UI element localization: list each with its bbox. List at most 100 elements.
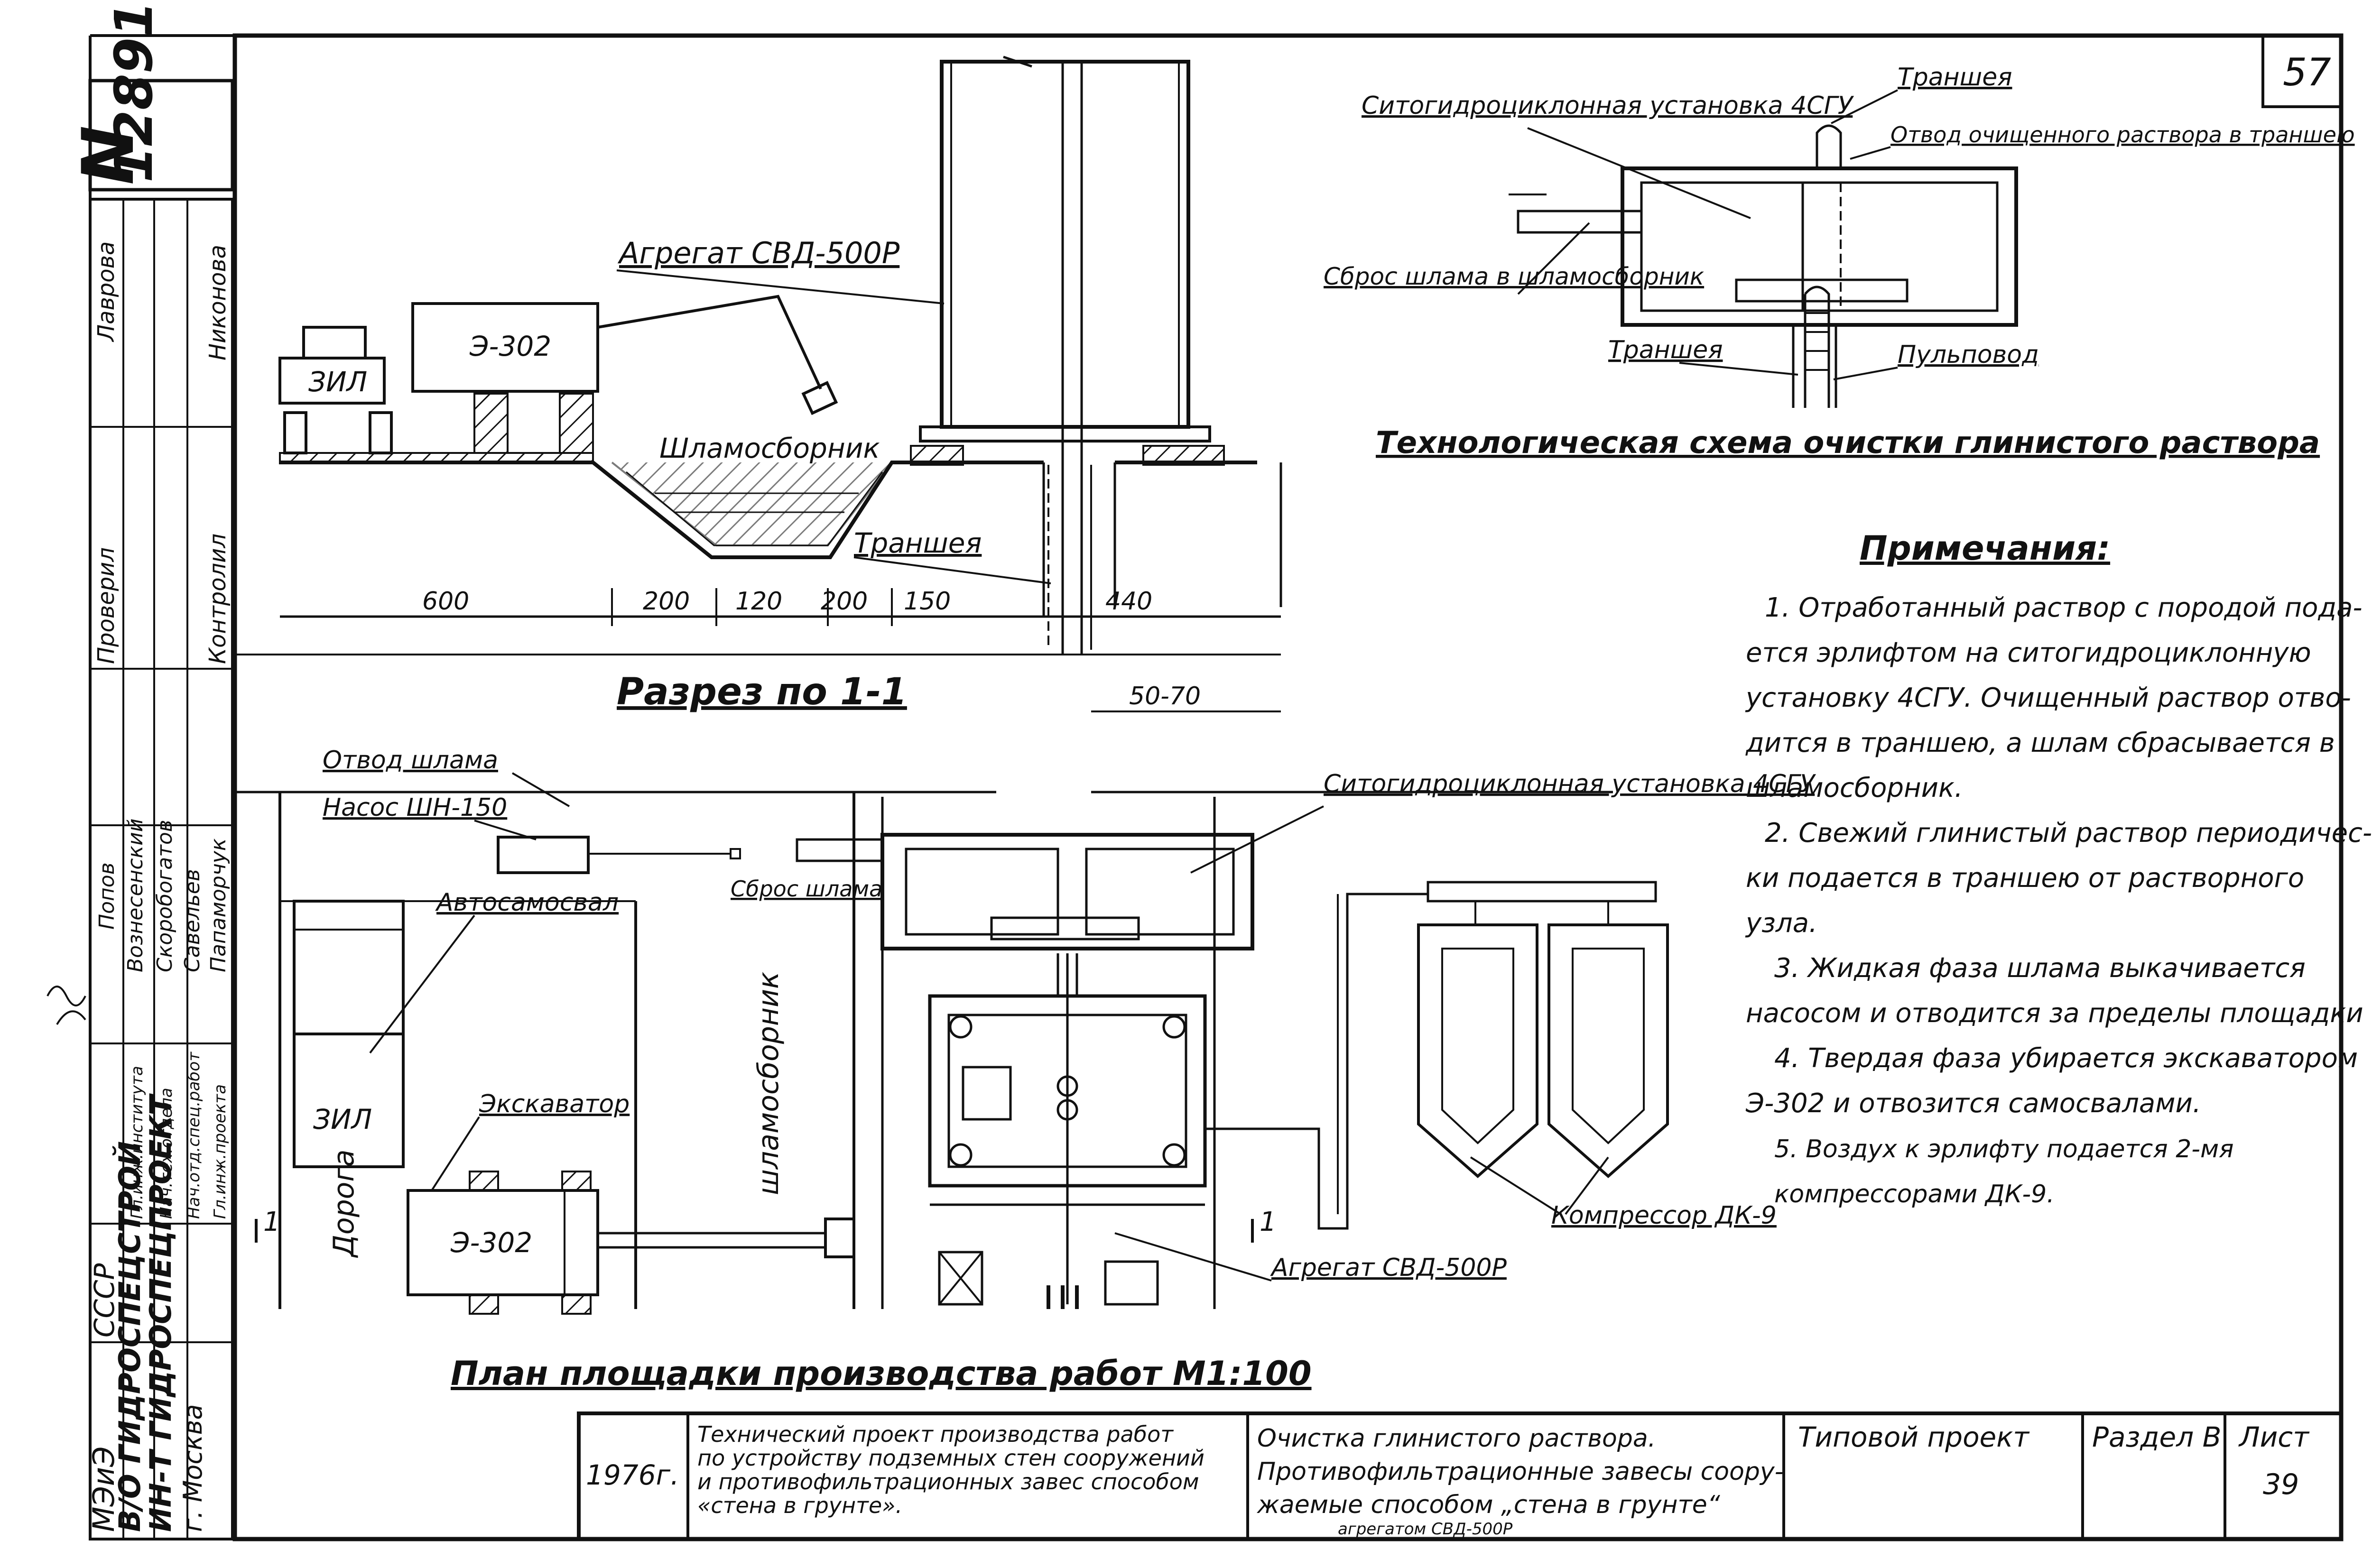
note-line-9: 3. Жидкая фаза шлама выкачивается	[1774, 953, 2306, 984]
section-title: Разрез по 1-1	[617, 671, 907, 713]
plan-excavator	[407, 1189, 599, 1296]
stamp-title-4: агрегатом СВД-500Р	[1338, 1520, 1513, 1539]
section-truck-label: ЗИЛ	[308, 366, 367, 398]
plan-pump	[497, 836, 590, 874]
dim-200b: 200	[821, 587, 868, 616]
section-view: ЗИЛ Э-302 Агрегат СВД-500Р Шламосборник …	[235, 55, 1282, 713]
stamp-desc-4: «стена в грунте».	[697, 1493, 902, 1518]
left-title-block: МЭиЭ В/О ГИДРОСПЕЦСТРОЙ ИН-Т ГИДРОСПЕЦПР…	[46, 198, 234, 1540]
position-3: Нач.отд.спец.работ	[185, 1051, 204, 1219]
name-3: Скоробогатов	[153, 820, 177, 972]
cut-mark-right: 1	[1260, 1207, 1277, 1237]
scheme-trench-top-label: Траншея	[1898, 63, 2012, 92]
plan-dumptruck	[293, 900, 405, 1035]
row-title-1: Проверил	[93, 547, 120, 664]
note-line-8: узла.	[1745, 908, 1817, 939]
dim-gap: 50-70	[1129, 682, 1201, 710]
note-line-5: шламосборник.	[1746, 773, 1963, 803]
plan-aggregate-label: Агрегат СВД-500Р	[1270, 1254, 1507, 1282]
plan-pump-label: Насос ШН-150	[323, 793, 507, 822]
cut-mark-left: 1	[263, 1207, 280, 1237]
sheet-number: 57	[2283, 50, 2331, 94]
scheme-unit-label: Ситогидроциклонная установка 4СГУ	[1362, 92, 1854, 120]
plan-title: План площадки производства работ М1:100	[451, 1354, 1312, 1393]
plan-excavator-label: Экскаватор	[479, 1090, 630, 1118]
stamp-section: Раздел В	[2092, 1421, 2221, 1453]
note-line-2: ется эрлифтом на ситогидроциклонную	[1746, 637, 2311, 668]
plan-discharge-label: Сброс шлама	[731, 876, 882, 902]
dim-440: 440	[1105, 587, 1152, 616]
handwritten-signature	[46, 986, 86, 1025]
stamp-desc-2: по устройству подземных стен сооружений	[697, 1445, 1205, 1471]
plan-sludge-outlet-label: Отвод шлама	[323, 746, 498, 775]
note-line-11: 4. Твердая фаза убирается экскаватором	[1774, 1043, 2358, 1074]
scheme-trench-bottom-label: Траншея	[1608, 336, 1723, 364]
name-5: Папаморчук	[206, 838, 231, 972]
section-aggregate-label: Агрегат СВД-500Р	[617, 236, 900, 270]
row-title-2: Контролил	[204, 534, 231, 664]
stamp-sheet: 39	[2263, 1468, 2299, 1501]
org-line-4: г. Москва	[178, 1404, 208, 1532]
note-line-7: ки подается в траншею от растворного	[1746, 863, 2304, 894]
plan-sludge-pit-label: шламосборник	[752, 972, 785, 1195]
stamp-title-3: жаемые способом „стена в грунте“	[1257, 1491, 1721, 1519]
note-line-4: дится в траншею, а шлам сбрасывается в	[1745, 728, 2335, 758]
aggregate-column	[940, 60, 1190, 429]
position-2: Нач.тех.отдела	[157, 1088, 176, 1219]
scheme-return-label: Отвод очищенного раствора в траншею	[1890, 122, 2355, 148]
stamp-desc-3: и противофильтрационных завес способом	[697, 1469, 1199, 1494]
notes-heading: Примечания:	[1860, 529, 2110, 568]
plan-unit-label: Ситогидроциклонная установка 4СГУ	[1324, 770, 1816, 798]
org-line-3: ИН-Т ГИДРОСПЕЦПРОЕКТ	[143, 1093, 178, 1532]
section-excavator-label: Э-302	[469, 330, 551, 362]
scheme-title: Технологическая схема очистки глинистого…	[1376, 425, 2320, 461]
plan-truck-label: ЗИЛ	[313, 1103, 372, 1135]
org-line-2: В/О ГИДРОСПЕЦСТРОЙ	[112, 1141, 147, 1532]
note-line-14: компрессорами ДК-9.	[1774, 1180, 2055, 1208]
stamp-sheet-label: Лист	[2238, 1421, 2310, 1453]
plan-unit	[880, 833, 1254, 950]
signer-1: Лаврова	[93, 241, 120, 342]
org-line-1: МЭиЭ	[86, 1447, 121, 1532]
scheme-discharge-label: Сброс шлама в шламосборник	[1324, 263, 1704, 290]
plan-road-label: Дорога	[327, 1149, 361, 1258]
note-line-13: 5. Воздух к эрлифту подается 2-мя	[1774, 1135, 2234, 1163]
scheme-unit	[1621, 166, 2018, 327]
org-line-5: СССР	[88, 1264, 120, 1337]
compressor-1	[1417, 923, 1538, 1178]
notes-block: Примечания: 1. Отработанный раствор с по…	[1745, 529, 2372, 1208]
compressor-2	[1547, 923, 1669, 1178]
stamp-title-2: Противофильтрационные завесы соору-	[1257, 1457, 1783, 1486]
position-1: Гл.инж.института	[128, 1066, 147, 1219]
plan-excavator-mark: Э-302	[450, 1227, 532, 1259]
stamp-year: 1976г.	[586, 1459, 679, 1491]
name-4: Савельев	[180, 869, 204, 972]
note-line-10: насосом и отводится за пределы площадки	[1746, 998, 2363, 1029]
signer-2: Никонова	[204, 245, 231, 360]
plan-dumptruck-label: Автосамосвал	[435, 888, 619, 917]
stamp-desc-1: Технический проект производства работ	[697, 1421, 1174, 1447]
archive-number-box: 12891 N	[67, 1, 234, 192]
dim-200a: 200	[643, 587, 690, 616]
archive-number: 12891	[103, 1, 164, 183]
dim-150: 150	[904, 587, 951, 616]
stamp-type: Типовой проект	[1798, 1421, 2030, 1453]
section-trench-label: Траншея	[854, 527, 982, 559]
sheet-frame	[89, 33, 2344, 1541]
plan-compressor-label: Компрессор ДК-9	[1551, 1201, 1777, 1230]
dim-120: 120	[735, 587, 782, 616]
note-line-3: установку 4СГУ. Очищенный раствор отво-	[1745, 683, 2351, 713]
name-2: Вознесенский	[123, 819, 148, 972]
section-sludge-pit-label: Шламосборник	[659, 432, 880, 464]
svg-text:N: N	[67, 125, 150, 185]
name-1: Попов	[95, 862, 119, 930]
stamp-title-1: Очистка глинистого раствора.	[1257, 1424, 1656, 1453]
plan-view: Отвод шлама Насос ШН-150 ЗИЛ Автосамосва…	[235, 746, 1816, 1393]
note-line-1: 1. Отработанный раствор с породой пода-	[1765, 592, 2363, 623]
section-excavator	[411, 302, 599, 393]
scheme-pipeline-label: Пульповод	[1898, 341, 2039, 369]
dim-600: 600	[422, 587, 469, 616]
note-line-6: 2. Свежий глинистый раствор периодичес-	[1765, 818, 2372, 849]
title-stamp: 1976г. Технический проект производства р…	[577, 1411, 2343, 1541]
